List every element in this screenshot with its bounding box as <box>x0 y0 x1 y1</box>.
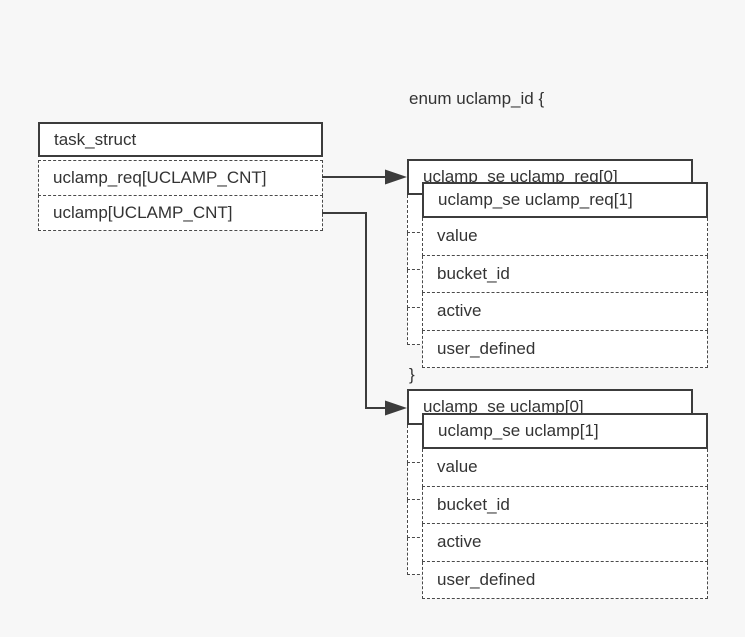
field-value: value <box>422 218 708 256</box>
field-user-defined: user_defined <box>422 330 708 368</box>
enum-line-close: } <box>409 365 415 384</box>
uclamp-1-box: uclamp_se uclamp[1] value bucket_id acti… <box>422 413 708 599</box>
arrow-uclamp-req-connector <box>322 169 407 185</box>
uclamp-req-1-box: uclamp_se uclamp_req[1] value bucket_id … <box>422 182 708 368</box>
task-struct-box: task_struct uclamp_req[UCLAMP_CNT] uclam… <box>38 122 323 231</box>
task-field-uclamp-req: uclamp_req[UCLAMP_CNT] <box>38 160 323 196</box>
task-struct-title: task_struct <box>38 122 323 157</box>
enum-line-open: enum uclamp_id { <box>409 89 545 108</box>
task-field-uclamp: uclamp[UCLAMP_CNT] <box>38 195 323 231</box>
uclamp-1-title: uclamp_se uclamp[1] <box>422 413 708 449</box>
field-bucket-id: bucket_id <box>422 255 708 293</box>
field-user-defined: user_defined <box>422 561 708 599</box>
field-value: value <box>422 449 708 487</box>
field-bucket-id: bucket_id <box>422 486 708 524</box>
uclamp-req-1-title: uclamp_se uclamp_req[1] <box>422 182 708 218</box>
field-active: active <box>422 524 708 562</box>
arrow-uclamp-connector <box>322 212 407 416</box>
field-active: active <box>422 293 708 331</box>
